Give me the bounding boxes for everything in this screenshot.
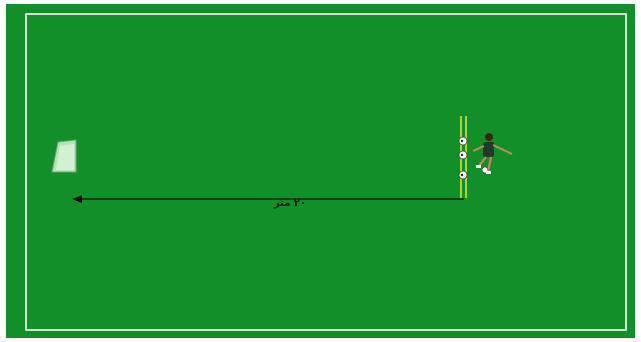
grass-field: [6, 4, 635, 338]
ball-icon: [459, 137, 467, 145]
distance-label: ٢٠ متر: [230, 198, 350, 209]
ball-icon: [459, 171, 467, 179]
ball-icon: [459, 151, 467, 159]
